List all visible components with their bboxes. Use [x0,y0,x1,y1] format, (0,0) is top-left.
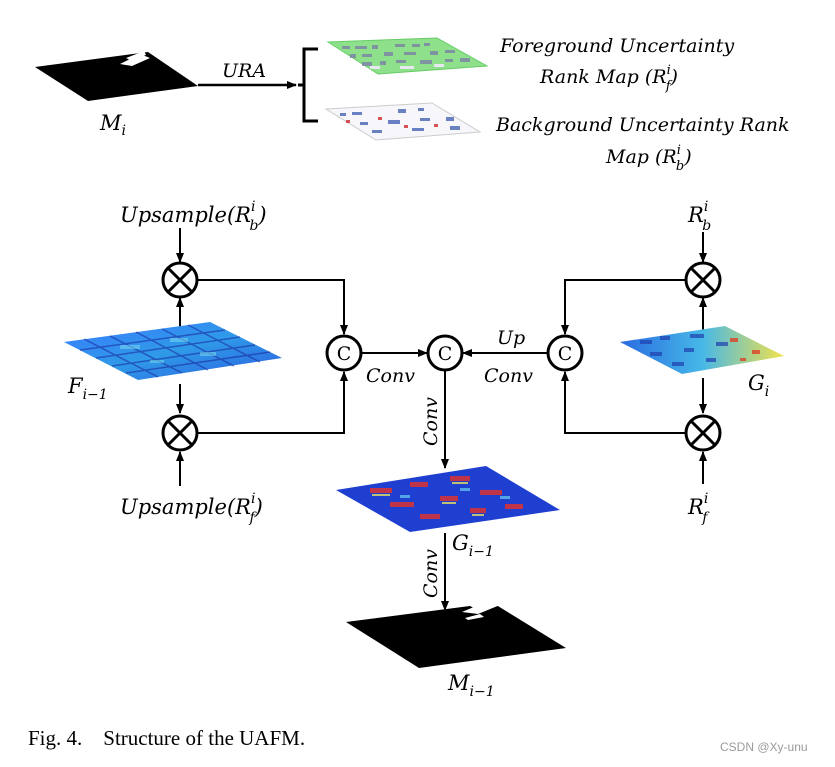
watermark: CSDN @Xy-unu [720,740,808,754]
feature-map-gi [620,326,784,374]
connector-top-right-to-concat [561,279,686,335]
foreground-rank-map [326,37,489,75]
concat-right: C [546,334,584,372]
conv-down-2-label: Conv [420,549,442,598]
split-brace [298,47,318,123]
multiply-bottom-left [161,414,199,452]
input-mask-mi [35,51,198,101]
conv-left-label: Conv [366,365,415,387]
feature-map-fi-1 [64,322,282,380]
mi-label: Mi [99,111,126,139]
ura-label: URA [222,60,266,82]
conv-down-1-label: Conv [420,397,442,446]
output-mask-mi-1 [346,598,566,668]
feature-fi-1-label: Fi−1 [67,374,108,403]
mi-1-label: Mi−1 [447,671,495,700]
background-rank-map [324,102,482,141]
background-map-label-line1: Background Uncertainty Rank [495,114,790,136]
multiply-top-left [161,261,199,299]
multiply-top-right [684,261,722,299]
conv-right-label: Conv [484,365,533,387]
svg-text:C: C [558,343,573,365]
svg-text:C: C [337,343,352,365]
connector-bottom-right-to-concat [561,371,686,434]
foreground-map-label-line1: Foreground Uncertainty [499,35,734,57]
multiply-bottom-right [684,414,722,452]
up-label: Up [497,327,525,349]
output-map-gi-1 [336,466,560,532]
gi-label: Gi [748,371,769,400]
concat-middle: C [426,334,464,372]
connector-top-left-to-concat [197,279,348,335]
svg-text:C: C [438,343,453,365]
concat-left: C [325,334,363,372]
gi-1-label: Gi−1 [452,531,494,560]
figure-caption: Fig. 4. Structure of the UAFM. [28,726,305,750]
connector-bottom-left-to-concat [197,371,348,434]
